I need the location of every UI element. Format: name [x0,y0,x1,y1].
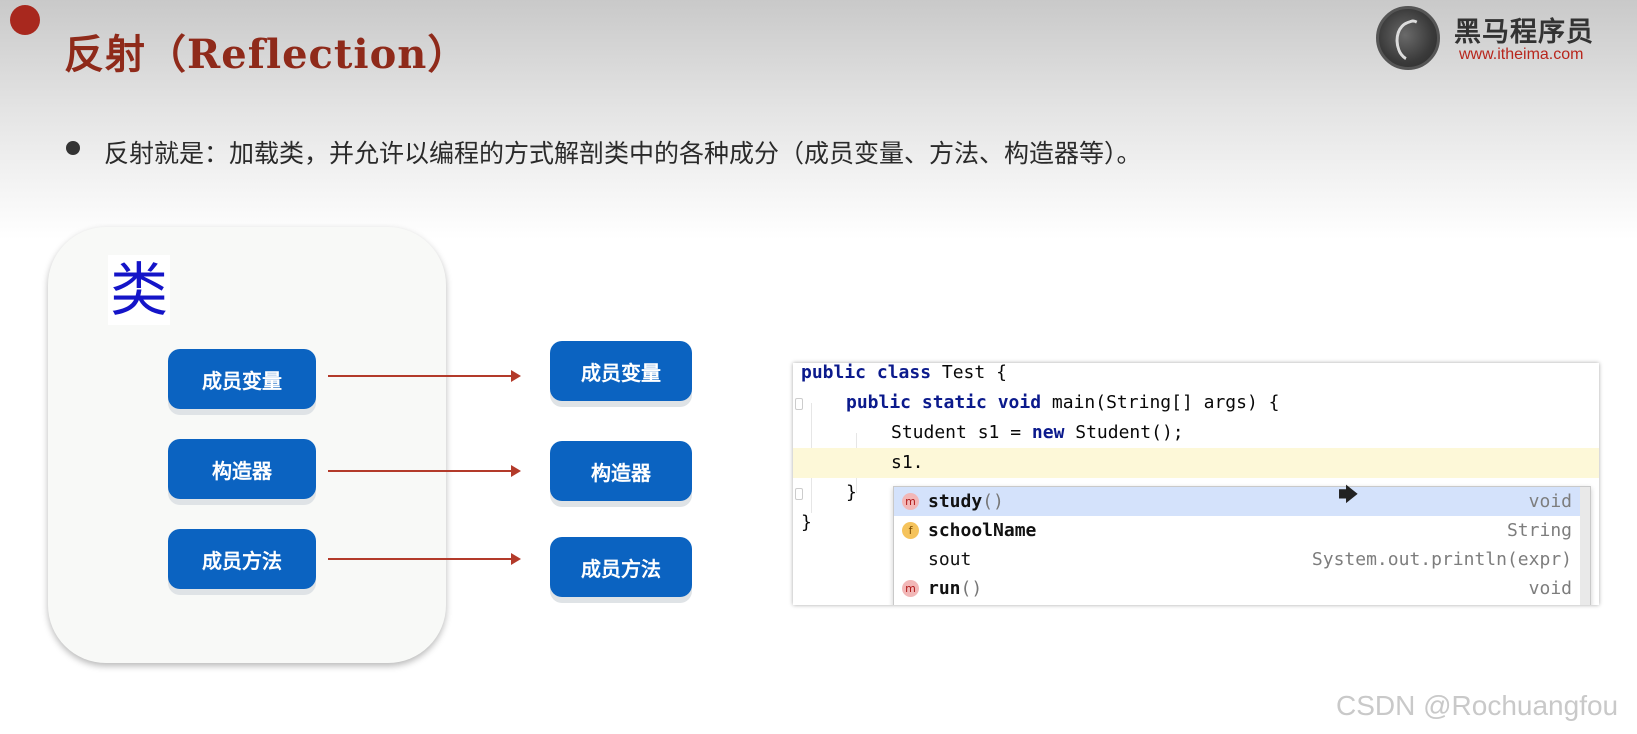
bullet-text: 反射就是：加载类，并允许以编程的方式解剖类中的各种成分（成员变量、方法、构造器等… [104,139,1142,168]
code-line-new-student: Student s1 = new Student(); [891,422,1184,443]
outer-item-constructors: 构造器 [550,441,692,501]
autocomplete-name: run [928,578,961,599]
code-editor[interactable]: public class Test { public static void m… [793,363,1599,605]
arrow-fields [328,370,521,382]
autocomplete-type: void [1528,578,1572,599]
itheima-logo: 黑马程序员 www.itheima.com [1376,6,1621,70]
autocomplete-type: void [1528,491,1572,512]
method-icon: m [902,580,919,597]
horse-logo-icon [1376,6,1440,70]
fold-marker-icon[interactable] [795,398,803,410]
autocomplete-scrollbar[interactable] [1580,487,1590,605]
field-icon: f [902,522,919,539]
method-icon: m [902,493,919,510]
code-line-main: public static void main(String[] args) { [846,392,1280,413]
autocomplete-item-sout[interactable]: sout System.out.println(expr) [894,545,1580,574]
fold-marker-icon[interactable] [795,488,803,500]
autocomplete-name: study [928,491,983,512]
autocomplete-popup[interactable]: m study() void f schoolName String sout … [893,486,1591,605]
logo-url: www.itheima.com [1459,46,1584,63]
code-line-class: public class Test { [801,363,1007,383]
autocomplete-item-schoolname[interactable]: f schoolName String [894,516,1580,545]
mouse-pointer-icon: 🡆 [1338,482,1359,506]
class-label: 类 [108,255,170,325]
watermark: CSDN @Rochuangfou [1336,690,1619,721]
corner-decoration-dot [10,5,40,35]
outer-item-fields: 成员变量 [550,341,692,401]
code-line-close-class: } [801,512,812,533]
autocomplete-name: schoolName [928,520,1037,541]
code-line-current[interactable]: s1. [793,448,1599,478]
code-line-close-method: } [846,482,857,503]
arrow-constructors [328,465,521,477]
autocomplete-item-run[interactable]: m run() void [894,574,1580,603]
autocomplete-parens: () [960,578,983,599]
autocomplete-type: System.out.println(expr) [1311,549,1572,570]
slide-title: 反射（Reflection） [64,31,469,78]
arrow-methods [328,553,521,565]
logo-name: 黑马程序员 [1454,17,1594,48]
inner-item-constructors: 构造器 [168,439,316,499]
autocomplete-parens: () [982,491,1004,512]
inner-item-fields: 成员变量 [168,349,316,409]
autocomplete-type: String [1506,520,1572,541]
autocomplete-name: sout [928,549,972,570]
inner-item-methods: 成员方法 [168,529,316,589]
bullet-dot-icon [66,141,80,155]
outer-item-methods: 成员方法 [550,537,692,597]
autocomplete-item-study[interactable]: m study() void [894,487,1580,516]
